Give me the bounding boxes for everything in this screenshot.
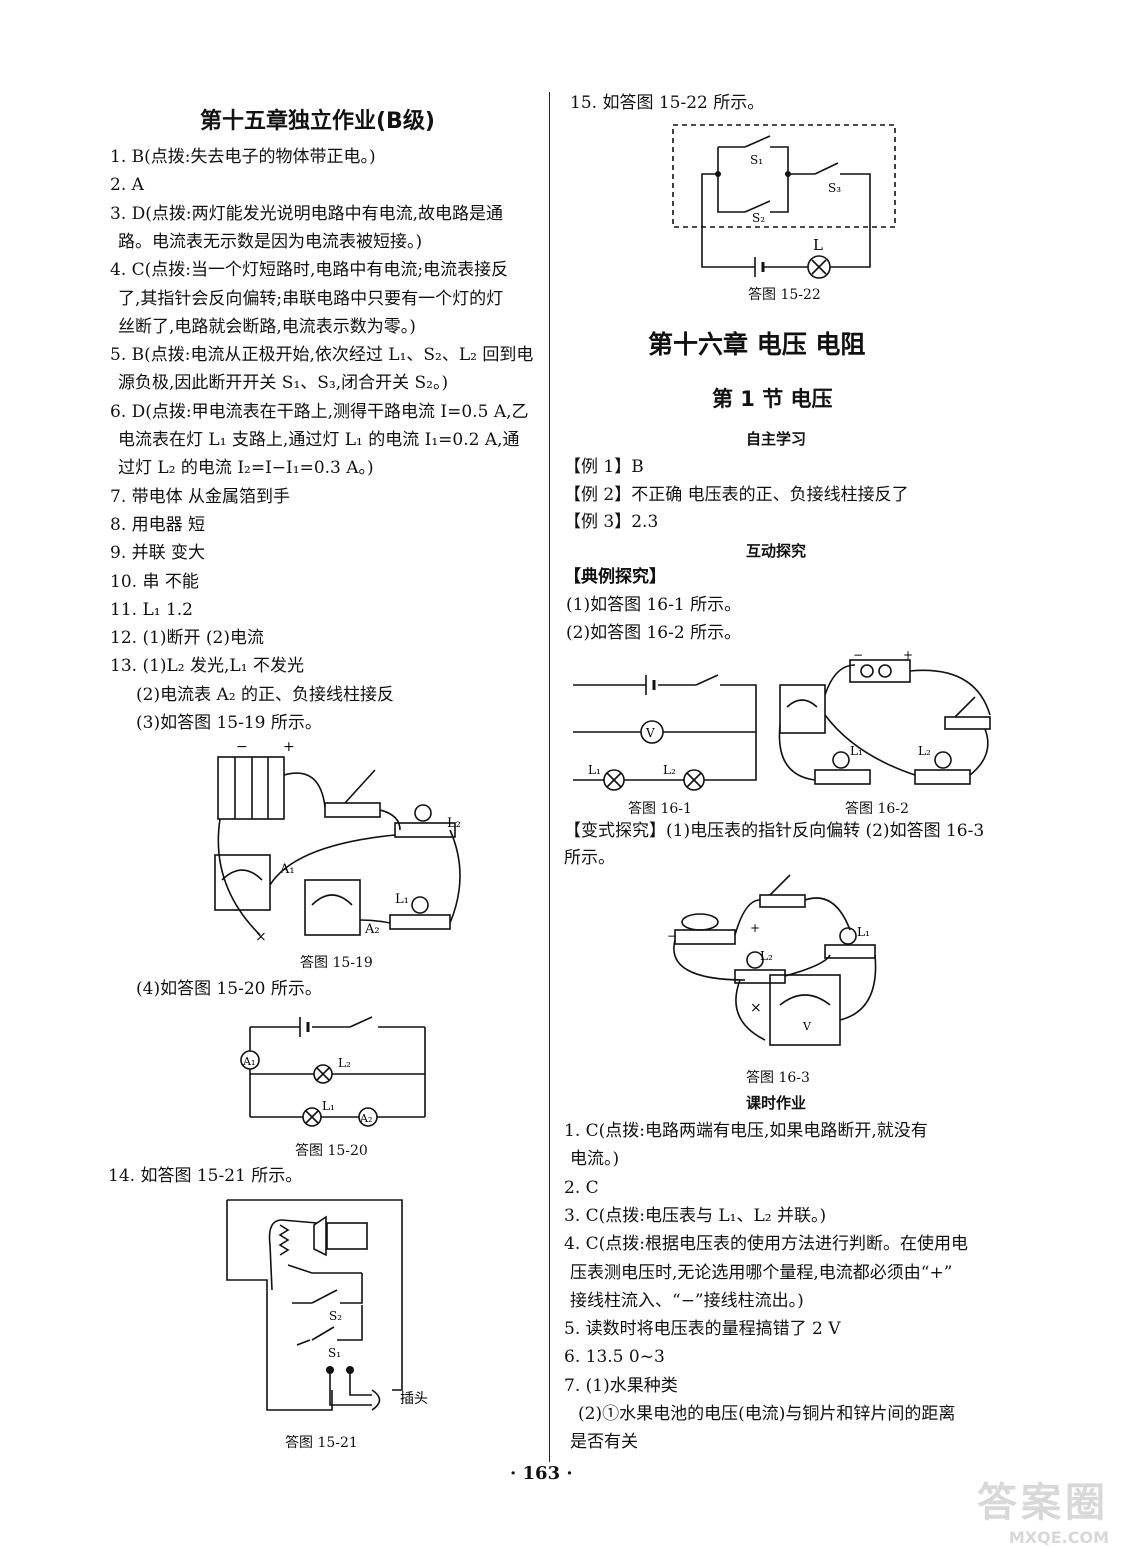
svg-text:L₂: L₂	[447, 816, 461, 831]
column-divider	[549, 92, 550, 1462]
svg-text:L₁: L₁	[395, 892, 409, 907]
svg-text:S₃: S₃	[828, 181, 841, 195]
svg-text:L₁: L₁	[857, 925, 870, 939]
text-line: 路。电流表无示数是因为电流表被短接。)	[118, 231, 423, 252]
figure-15-21: S₂ S₁ 插头	[226, 1199, 428, 1411]
text-line: 7. (1)水果种类	[564, 1375, 678, 1396]
text-line: 6. D(点拨:甲电流表在干路上,测得干路电流 I=0.5 A,乙	[110, 401, 529, 422]
svg-text:×: ×	[255, 929, 267, 945]
text-line: 5. B(点拨:电流从正极开始,依次经过 L₁、S₂、L₂ 回到电	[110, 345, 534, 366]
svg-text:A₁: A₁	[279, 862, 295, 877]
text-line: 压表测电压时,无论选用哪个量程,电流都必须由“+”	[570, 1262, 953, 1283]
svg-text:A₁: A₁	[242, 1055, 255, 1068]
svg-text:L₁: L₁	[322, 1099, 335, 1113]
text-line: 源负极,因此断开开关 S₁、S₃,闭合开关 S₂。)	[118, 373, 449, 394]
text-line: 2. A	[110, 175, 144, 196]
text-line: 是否有关	[570, 1432, 638, 1453]
text-line: 1. C(点拨:电路两端有电压,如果电路断开,就没有	[564, 1121, 928, 1141]
plug-label: 插头	[400, 1391, 428, 1407]
text-line: 4. C(点拨:根据电压表的使用方法进行判断。在使用电	[564, 1234, 968, 1255]
figure-15-22: S₁ S₂ S₃ L	[672, 124, 896, 279]
text-line: 【例 1】B	[564, 457, 644, 477]
text-line: (3)如答图 15-19 所示。	[136, 713, 322, 733]
svg-text:L₂: L₂	[663, 763, 676, 777]
text-line: (2)如答图 16-2 所示。	[566, 623, 742, 643]
svg-text:L: L	[813, 236, 823, 254]
svg-text:A₂: A₂	[364, 922, 380, 937]
text-line: 3. C(点拨:电压表与 L₁、L₂ 并联。)	[564, 1205, 827, 1226]
caption-15-22: 答图 15-22	[748, 287, 821, 303]
svg-text:−: −	[667, 929, 677, 943]
text-line: 接线柱流入、“−”接线柱流出。)	[570, 1290, 804, 1311]
q14-line: 14. 如答图 15-21 所示。	[108, 1166, 303, 1186]
svg-text:L₁: L₁	[588, 763, 601, 777]
text-line: 10. 串 不能	[110, 571, 199, 592]
text-line: 1. B(点拨:失去电子的物体带正电。)	[110, 147, 376, 167]
figure-15-19: − + L₂ A₁ A₂ L₁ ×	[214, 739, 461, 945]
text-line: 过灯 L₂ 的电流 I₂=I−I₁=0.3 A。)	[118, 458, 374, 479]
caption-16-3: 答图 16-3	[746, 1070, 810, 1086]
text-line: 【例 3】2.3	[564, 512, 659, 532]
subheading-homework: 课时作业	[746, 1094, 807, 1112]
svg-text:S₂: S₂	[329, 1309, 342, 1323]
text-line: 12. (1)断开 (2)电流	[110, 628, 265, 649]
svg-text:A₂: A₂	[359, 1112, 372, 1125]
battery-minus: −	[236, 739, 248, 755]
caption-15-20: 答图 15-20	[295, 1143, 368, 1159]
text-line: 2. C	[564, 1177, 599, 1198]
figure-16-1: V L₁ L₂	[573, 674, 757, 791]
text-line: 电流。)	[570, 1149, 620, 1170]
text-line: 【变式探究】(1)电压表的指针反向偏转 (2)如答图 16-3	[564, 821, 985, 841]
text-line: 8. 用电器 短	[110, 514, 206, 535]
text-line: 所示。	[564, 848, 615, 868]
svg-text:+: +	[903, 648, 913, 662]
section-title: 第 1 节 电压	[712, 387, 833, 411]
text-line: (1)如答图 16-1 所示。	[566, 595, 742, 615]
text-line: (2)电流表 A₂ 的正、负接线柱接反	[136, 684, 394, 705]
text-line: (2)①水果电池的电压(电流)与铜片和锌片间的距离	[578, 1404, 956, 1424]
svg-text:×: ×	[750, 1000, 762, 1016]
text-line: 【例 2】不正确 电压表的正、负接线柱接反了	[564, 484, 909, 505]
caption-16-1: 答图 16-1	[628, 801, 692, 817]
text-line: 3. D(点拨:两灯能发光说明电路中有电流,故电路是通	[110, 203, 504, 224]
figure-16-3: − + L₁ L₂ V ×	[667, 874, 877, 1046]
svg-text:S₂: S₂	[752, 211, 765, 225]
svg-text:+: +	[750, 921, 760, 935]
subheading-interactive: 互动探究	[746, 542, 807, 560]
page-number: · 163 ·	[510, 1463, 573, 1484]
text-line: 电流表在灯 L₁ 支路上,通过灯 L₁ 的电流 I₁=0.2 A,通	[118, 430, 520, 450]
text-line: 9. 并联 变大	[110, 543, 206, 564]
caption-15-19: 答图 15-19	[300, 955, 373, 971]
svg-text:−: −	[853, 648, 863, 662]
svg-text:S₁: S₁	[328, 1346, 341, 1360]
svg-text:V: V	[802, 1020, 812, 1033]
svg-text:L₂: L₂	[918, 744, 931, 758]
text-line: 4. C(点拨:当一个灯短路时,电路中有电流;电流表接反	[110, 260, 509, 281]
svg-text:L₂: L₂	[338, 1056, 351, 1070]
text-line: 13. (1)L₂ 发光,L₁ 不发光	[110, 656, 304, 677]
text-line: 11. L₁ 1.2	[110, 599, 193, 620]
chapter-title: 第十六章 电压 电阻	[648, 330, 866, 359]
text-line: 了,其指针会反向偏转;串联电路中只要有一个灯的灯	[118, 288, 504, 309]
text-line: 5. 读数时将电压表的量程搞错了 2 V	[564, 1319, 841, 1340]
caption-15-21: 答图 15-21	[285, 1435, 358, 1451]
figure-15-20: A₁ L₂ L₁ A₂	[240, 1016, 426, 1127]
caption-16-2: 答图 16-2	[845, 801, 909, 817]
text-line: 7. 带电体 从金属箔到手	[110, 486, 291, 507]
figure-16-2: L₁ L₂ − +	[778, 648, 991, 785]
watermark-logo: 答案圈 MXQE.COM	[977, 1480, 1109, 1547]
svg-text:L₂: L₂	[760, 949, 773, 963]
subheading-selfstudy: 自主学习	[746, 430, 807, 448]
svg-text:S₁: S₁	[750, 153, 763, 167]
battery-plus: +	[283, 739, 295, 755]
section-title-ch15: 第十五章独立作业(B级)	[200, 109, 435, 134]
q13-4-line: (4)如答图 15-20 所示。	[136, 979, 322, 999]
svg-text:V: V	[645, 726, 655, 740]
typical-label: 【典例探究】	[564, 567, 666, 587]
text-line: 6. 13.5 0~3	[564, 1347, 665, 1368]
text-line: 丝断了,电路就会断路,电流表示数为零。)	[118, 316, 416, 337]
q15-line: 15. 如答图 15-22 所示。	[570, 93, 765, 113]
